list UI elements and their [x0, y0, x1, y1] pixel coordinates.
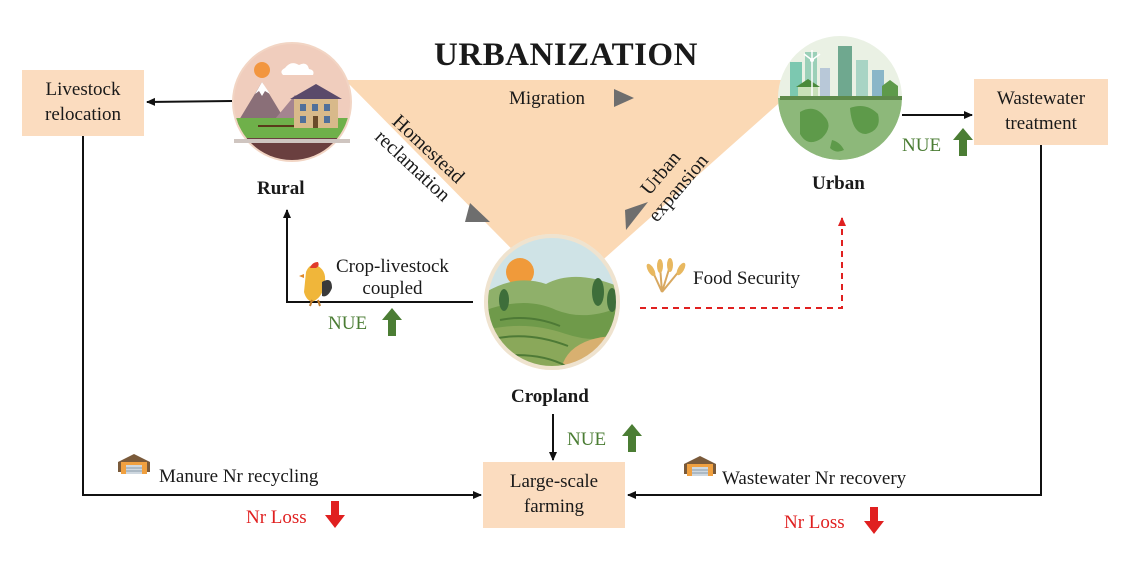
crop-livestock-line [283, 209, 473, 303]
migration-label: Migration [509, 88, 585, 109]
wastewater-box-line1: Wastewater [996, 88, 1086, 110]
livestock-box-line1: Livestock [45, 79, 121, 101]
nue-up-arrow-icon-urban [953, 128, 973, 156]
nue-label-cropland: NUE [567, 429, 607, 450]
nue-up-arrow-icon-crop-livestock [382, 308, 402, 336]
urban-illustration [778, 36, 902, 160]
urbanization-triangle [345, 80, 805, 298]
diagram-title: URBANIZATION [434, 37, 698, 73]
nr-loss-label-right: Nr Loss [784, 512, 845, 533]
urban-label: Urban [812, 173, 865, 194]
warehouse-icon-wastewater [684, 456, 716, 476]
homestead-arrowhead [465, 203, 490, 222]
manure-recycling-line [82, 136, 482, 499]
urban-expansion-arrowhead [625, 202, 648, 230]
wheat-icon [646, 258, 686, 293]
nue-label-crop-livestock: NUE [328, 313, 368, 334]
large-scale-farming-box: Large-scale farming [483, 462, 625, 528]
rooster-icon [299, 262, 332, 307]
nue-up-arrow-icon-cropland [622, 424, 642, 452]
cropland-label: Cropland [511, 386, 589, 407]
wastewater-treatment-box: Wastewater treatment [974, 79, 1108, 145]
food-security-label: Food Security [693, 268, 801, 289]
wastewater-recovery-line [627, 145, 1042, 499]
food-security-dashed-arrow [640, 217, 846, 309]
farming-box-line2: farming [523, 496, 585, 517]
livestock-box-line2: relocation [45, 104, 121, 125]
rural-illustration [232, 42, 352, 162]
migration-arrowhead [614, 89, 634, 107]
nr-loss-down-arrow-icon-right [864, 507, 884, 534]
crop-livestock-line2: coupled [362, 277, 423, 299]
rural-to-livestock-arrow [146, 97, 233, 106]
wastewater-recovery-label: Wastewater Nr recovery [722, 468, 907, 489]
farming-box-line1: Large-scale [509, 471, 599, 493]
livestock-relocation-box: Livestock relocation [22, 70, 144, 136]
nr-loss-down-arrow-icon-left [325, 501, 345, 528]
warehouse-icon-manure [118, 454, 150, 474]
nr-loss-label-left: Nr Loss [246, 507, 307, 528]
manure-recycling-label: Manure Nr recycling [159, 466, 319, 487]
nue-label-urban: NUE [902, 135, 942, 156]
wastewater-box-line2: treatment [1005, 113, 1077, 134]
crop-livestock-line1: Crop-livestock [336, 256, 449, 277]
rural-label: Rural [257, 178, 305, 199]
